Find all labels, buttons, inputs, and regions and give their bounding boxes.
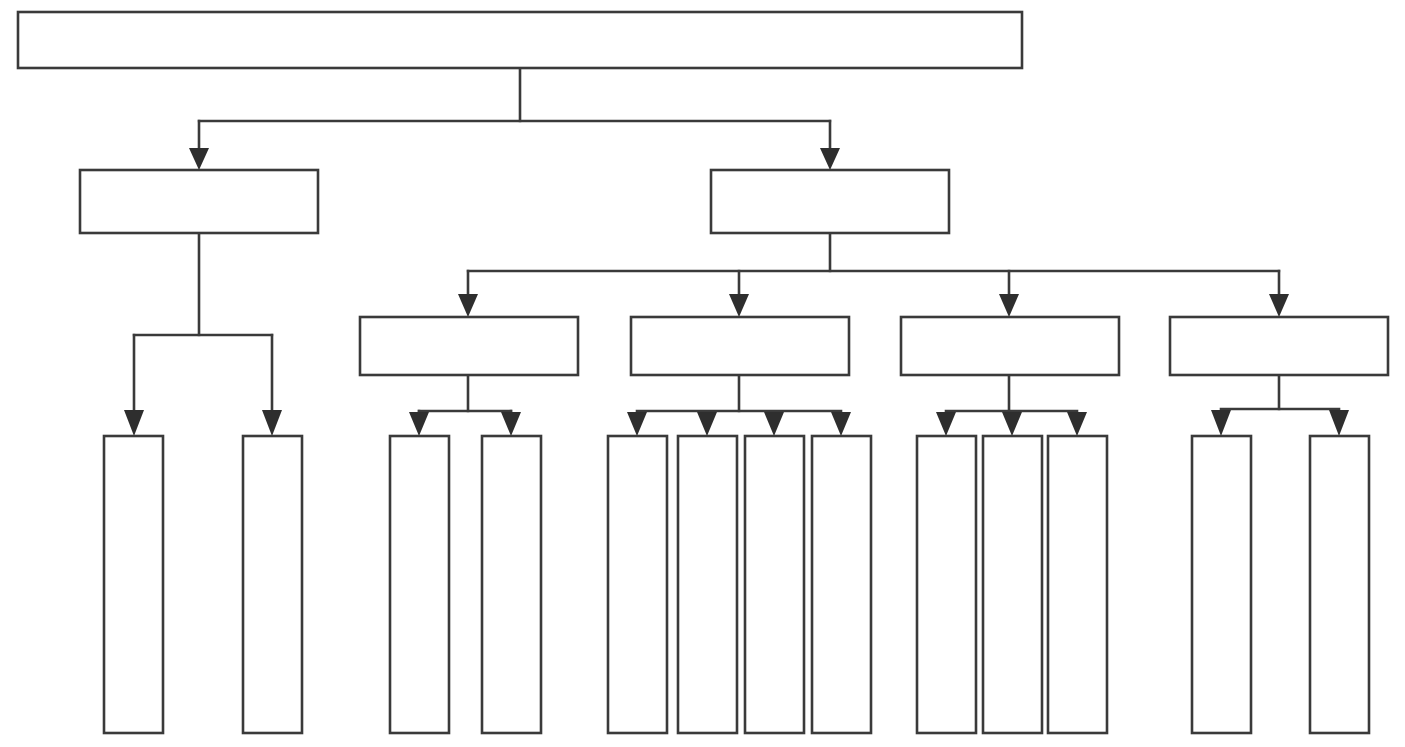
node-leaf-user-login[interactable] — [102, 434, 165, 735]
arrow-head-icon — [189, 148, 209, 170]
arrow-head-icon — [262, 410, 282, 436]
arrow-head-icon — [1067, 412, 1087, 436]
arrow-head-icon — [697, 412, 717, 436]
node-borrow-record-box[interactable] — [1168, 315, 1390, 377]
node-leaf-query-record[interactable] — [1308, 434, 1371, 735]
node-leaf-logout[interactable] — [241, 434, 304, 735]
arrow-head-icon — [764, 412, 784, 436]
node-leaf-confirm-return-box[interactable] — [1046, 434, 1109, 735]
node-leaf-query-record-box[interactable] — [1308, 434, 1371, 735]
node-leaf-logout-box[interactable] — [241, 434, 304, 735]
node-root-box[interactable] — [16, 10, 1024, 70]
node-borrow-record[interactable] — [1168, 315, 1390, 377]
arrow-head-icon — [1269, 294, 1289, 317]
arrow-head-icon — [820, 148, 840, 170]
node-book-manage-box[interactable] — [709, 168, 951, 235]
node-new-book-rec-box[interactable] — [358, 315, 580, 377]
arrow-head-icon — [409, 412, 429, 436]
connector-group — [124, 66, 1349, 436]
node-leaf-add-book[interactable] — [676, 434, 739, 735]
node-leaf-return-book[interactable] — [981, 434, 1044, 735]
node-book-manage[interactable] — [709, 168, 951, 235]
node-new-book-rec[interactable] — [358, 315, 580, 377]
node-root[interactable] — [16, 10, 1024, 70]
arrow-head-icon — [831, 412, 851, 436]
node-leaf-query-book-3[interactable] — [915, 434, 978, 735]
node-leaf-query-book-2-box[interactable] — [606, 434, 669, 735]
node-book-borrow[interactable] — [629, 315, 851, 377]
arrow-head-icon — [627, 412, 647, 436]
node-leaf-add-record[interactable] — [1190, 434, 1253, 735]
node-book-borrow-box[interactable] — [629, 315, 851, 377]
arrow-head-icon — [1211, 410, 1231, 436]
node-user-login-box[interactable] — [78, 168, 320, 235]
node-leaf-add-book-box[interactable] — [676, 434, 739, 735]
node-current-borrow-box[interactable] — [899, 315, 1121, 377]
node-leaf-confirm-return[interactable] — [1046, 434, 1109, 735]
node-user-login[interactable] — [78, 168, 320, 235]
node-leaf-edit-book-box[interactable] — [743, 434, 806, 735]
node-leaf-query-book-1[interactable] — [388, 434, 451, 735]
arrow-head-icon — [999, 294, 1019, 317]
arrow-head-icon — [458, 294, 478, 317]
node-leaf-query-book-3-box[interactable] — [915, 434, 978, 735]
arrow-head-icon — [729, 294, 749, 317]
node-leaf-borrow-book-2[interactable] — [810, 434, 873, 735]
node-leaf-query-book-1-box[interactable] — [388, 434, 451, 735]
node-leaf-user-login-box[interactable] — [102, 434, 165, 735]
arrow-head-icon — [936, 412, 956, 436]
node-leaf-return-book-box[interactable] — [981, 434, 1044, 735]
arrow-head-icon — [124, 410, 144, 436]
node-leaf-query-book-2[interactable] — [606, 434, 669, 735]
node-leaf-borrow-book-1-box[interactable] — [480, 434, 543, 735]
arrow-head-icon — [501, 412, 521, 436]
node-leaf-borrow-book-1[interactable] — [480, 434, 543, 735]
arrow-head-icon — [1329, 410, 1349, 436]
node-leaf-edit-book[interactable] — [743, 434, 806, 735]
node-leaf-add-record-box[interactable] — [1190, 434, 1253, 735]
node-leaf-borrow-book-2-box[interactable] — [810, 434, 873, 735]
arrow-head-icon — [1002, 412, 1022, 436]
node-current-borrow[interactable] — [899, 315, 1121, 377]
